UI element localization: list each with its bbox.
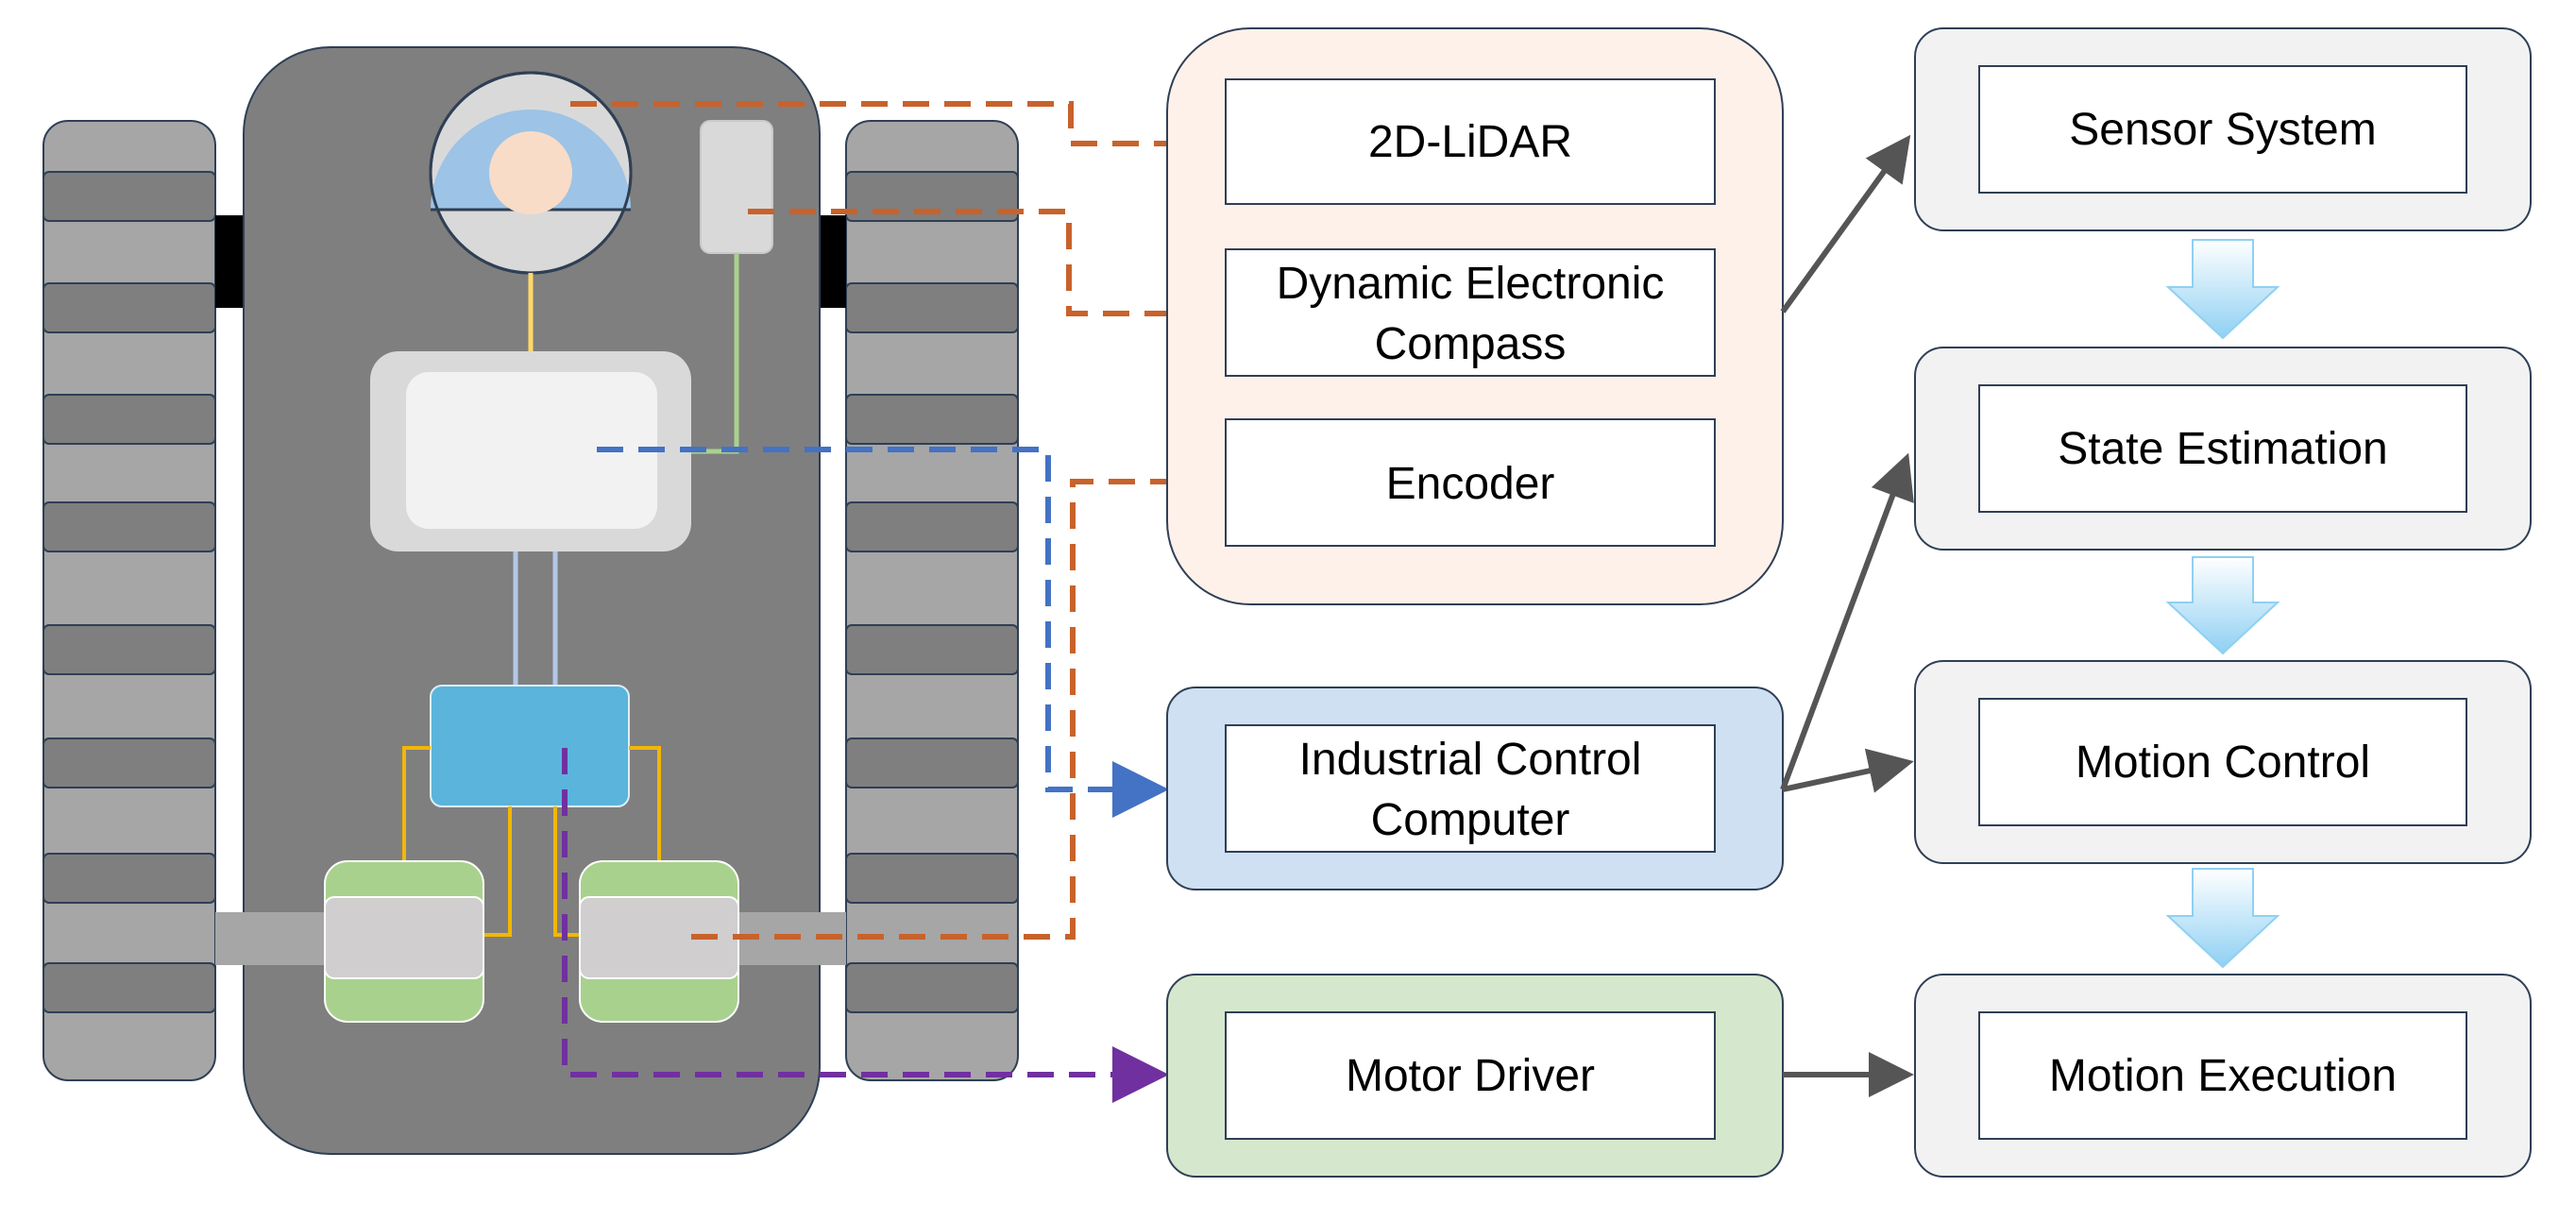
motor-driver-icon	[430, 685, 630, 807]
encoder-label: Encoder	[1386, 459, 1555, 509]
controller-label-line1: Industrial Control	[1299, 735, 1642, 785]
driver-label: Motor Driver	[1346, 1051, 1595, 1101]
compass-label-line2: Compass	[1375, 319, 1567, 369]
lidar-box	[1225, 78, 1716, 205]
lidar-link	[570, 101, 1231, 172]
driver-box	[1225, 1011, 1716, 1140]
motion-execution-box	[1978, 1011, 2467, 1140]
lidar-label: 2D-LiDAR	[1368, 117, 1572, 167]
sensor-system-label: Sensor System	[2069, 105, 2376, 155]
driver-group: Motor Driver	[1166, 974, 1784, 1178]
driver-link	[562, 748, 1169, 1103]
computer-link	[597, 447, 1169, 818]
computer-to-state-estimation-arrow	[1780, 452, 1914, 791]
right-motor-icon	[579, 860, 739, 1023]
down-arrow-1	[2165, 239, 2280, 340]
compass-label-line1: Dynamic Electronic	[1277, 259, 1665, 309]
left-track-mount	[215, 215, 247, 308]
computer-to-motion-control-arrow	[1782, 748, 1914, 793]
encoder-link	[691, 453, 1231, 940]
motion-control-label: Motion Control	[2076, 738, 2370, 788]
sensor-system-box	[1978, 65, 2467, 194]
controller-label-line2: Computer	[1371, 795, 1570, 845]
right-track	[845, 120, 1019, 1081]
compass-module-icon	[700, 120, 773, 254]
pipeline: Sensor System State Estimation Motion Co…	[1914, 27, 2532, 1178]
compass-link	[748, 209, 1231, 342]
sensor-group: 2D-LiDAR Dynamic Electronic Compass Enco…	[1166, 27, 1784, 605]
controller-box	[1225, 724, 1716, 853]
encoder-box	[1225, 418, 1716, 547]
left-motor-icon	[324, 860, 484, 1023]
controller-group: Industrial Control Computer	[1166, 687, 1784, 890]
motion-execution-label: Motion Execution	[2049, 1051, 2397, 1101]
state-estimation-label: State Estimation	[2058, 424, 2388, 474]
down-arrow-3	[2165, 868, 2280, 969]
down-arrow-2	[2165, 556, 2280, 655]
left-track	[42, 120, 216, 1081]
robot-illustration	[42, 46, 1019, 1155]
sensors-to-sensor-system-arrow	[1780, 134, 1911, 314]
compass-box	[1225, 248, 1716, 377]
onboard-computer-icon	[370, 351, 691, 551]
motor-power-wires	[402, 746, 661, 937]
left-axle	[215, 912, 329, 965]
state-estimation-box	[1978, 384, 2467, 513]
lidar-sensor-icon	[429, 71, 633, 275]
motion-control-box	[1978, 698, 2467, 826]
